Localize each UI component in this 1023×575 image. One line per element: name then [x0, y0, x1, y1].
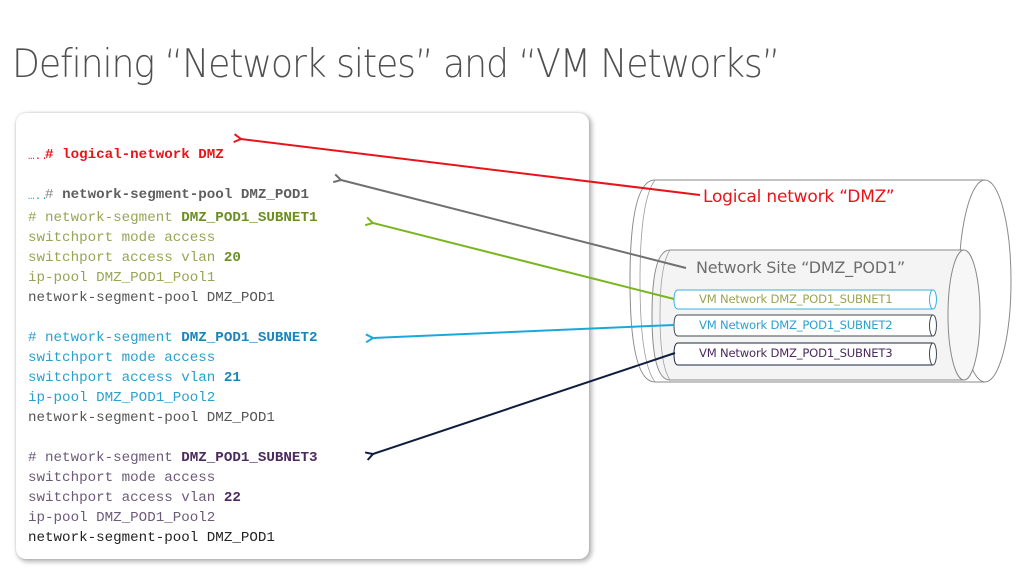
- segment1-vlan-id: 20: [223, 250, 241, 266]
- segment2-vlan: switchport access vlan 21: [28, 370, 241, 386]
- config-code-box: [16, 113, 589, 559]
- segment-prefix: # network-segment: [28, 450, 182, 466]
- code-hash: #: [45, 187, 63, 203]
- segment1-header: # network-segment DMZ_POD1_SUBNET1: [28, 210, 317, 226]
- segment1-mode: switchport mode access: [28, 230, 216, 246]
- code-ellipsis-blue: …..: [28, 191, 48, 203]
- code-hash: #: [45, 147, 63, 163]
- vm-network-label-2: VM Network DMZ_POD1_SUBNET2: [699, 318, 893, 332]
- segment-prefix: # network-segment: [28, 210, 182, 226]
- code-line-logical-network: # logical-network DMZ: [28, 131, 224, 163]
- vm-network-tube-1: [673, 289, 937, 310]
- segment3-vlan: switchport access vlan 22: [28, 490, 241, 506]
- vlan-prefix: switchport access vlan: [28, 490, 224, 506]
- logical-network-label: Logical network “DMZ”: [703, 187, 895, 207]
- network-site-label: Network Site “DMZ_POD1”: [696, 258, 906, 277]
- segment2-ip-pool: ip-pool DMZ_POD1_Pool2: [28, 390, 216, 406]
- code-line-segment-pool: # network-segment-pool DMZ_POD1: [28, 171, 309, 203]
- segment1-pool-ref: network-segment-pool DMZ_POD1: [28, 290, 275, 306]
- segment2-mode: switchport mode access: [28, 350, 216, 366]
- segment3-vlan-id: 22: [223, 490, 241, 506]
- logical-network-keyword: logical-network DMZ: [62, 147, 224, 163]
- slide-title: Defining “Network sites” and “VM Network…: [12, 42, 780, 87]
- segment1-name: DMZ_POD1_SUBNET1: [181, 210, 318, 226]
- arrow-network-site: [341, 180, 687, 269]
- segment-prefix: # network-segment: [28, 330, 182, 346]
- segment-pool-keyword: network-segment-pool DMZ_POD1: [62, 187, 309, 203]
- segment3-header: # network-segment DMZ_POD1_SUBNET3: [28, 450, 317, 466]
- arrow-vm-network-3: [373, 352, 676, 454]
- segment2-vlan-id: 21: [223, 370, 241, 386]
- segment2-header: # network-segment DMZ_POD1_SUBNET2: [28, 330, 317, 346]
- arrow-vm-network-1: [373, 223, 675, 300]
- arrow-logical-network: [241, 139, 701, 196]
- arrow-vm-network-2: [373, 324, 675, 338]
- segment1-ip-pool: ip-pool DMZ_POD1_Pool1: [28, 270, 216, 286]
- vlan-prefix: switchport access vlan: [28, 370, 224, 386]
- segment3-ip-pool: ip-pool DMZ_POD1_Pool2: [28, 510, 216, 526]
- vm-network-label-1: VM Network DMZ_POD1_SUBNET1: [699, 292, 893, 306]
- segment3-mode: switchport mode access: [28, 470, 216, 486]
- vm-network-label-3: VM Network DMZ_POD1_SUBNET3: [699, 346, 893, 360]
- code-ellipsis-red: …..: [28, 151, 48, 163]
- vlan-prefix: switchport access vlan: [28, 250, 224, 266]
- segment2-name: DMZ_POD1_SUBNET2: [181, 330, 318, 346]
- vm-network-tube-3: [673, 342, 937, 366]
- segment3-name: DMZ_POD1_SUBNET3: [181, 450, 318, 466]
- segment3-pool-ref: network-segment-pool DMZ_POD1: [28, 530, 275, 546]
- segment2-pool-ref: network-segment-pool DMZ_POD1: [28, 410, 275, 426]
- segment1-vlan: switchport access vlan 20: [28, 250, 241, 266]
